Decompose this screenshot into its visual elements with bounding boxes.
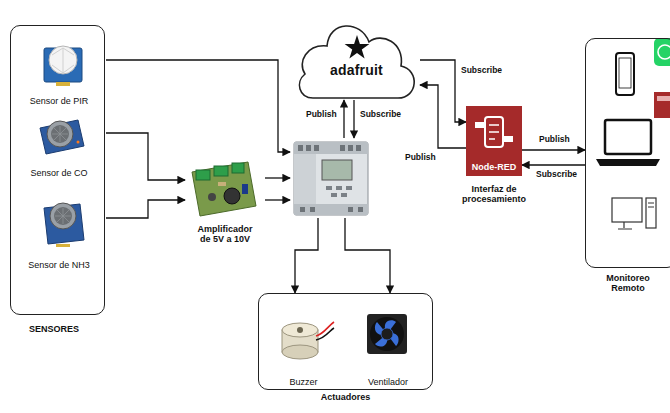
edge-label: Publish <box>404 153 437 163</box>
node-text: Sensor de PIR <box>12 96 106 106</box>
sensor-panel: SENSORESSensor de PIRSensor de COSensor … <box>10 25 105 315</box>
connector <box>295 218 318 293</box>
plc-node <box>290 138 372 218</box>
connector <box>345 218 390 293</box>
connector <box>420 85 466 148</box>
pir-sensor <box>44 46 82 86</box>
node-text: adafruit <box>293 62 420 78</box>
amplifier-board <box>192 162 256 216</box>
connector <box>106 200 185 218</box>
node-text: Node-RED <box>466 162 522 172</box>
plc-device <box>294 142 368 215</box>
node-text: Ventilador <box>350 377 426 387</box>
edge-label: Subscribe <box>535 170 578 180</box>
cloud-node: adafruit <box>293 12 420 100</box>
node-text: Actuadores <box>259 392 432 402</box>
nodered-box: Node-REDInterfaz de procesamiento <box>466 106 522 176</box>
monitor-panel: Monitoreo Remoto <box>585 38 670 268</box>
actuator-item: Buzzer <box>268 306 339 388</box>
node-text: Monitoreo Remoto <box>598 273 658 294</box>
actuator-panel: ActuadoresBuzzerVentilador <box>258 293 433 390</box>
connector <box>343 100 344 138</box>
connector <box>106 133 185 180</box>
fan-picture <box>367 314 407 354</box>
connector <box>353 100 354 138</box>
laptop-icon <box>596 120 660 166</box>
node-text: Interfaz de procesamiento <box>458 184 530 205</box>
connector <box>522 149 585 150</box>
phone-icon <box>616 53 634 95</box>
actuator-item: Ventilador <box>350 306 426 388</box>
node-text: Buzzer <box>268 377 339 387</box>
node-text: Amplificador de 5V a 10V <box>194 224 256 245</box>
node-text: Sensor de CO <box>12 168 106 178</box>
whatsapp-icon <box>654 38 670 66</box>
connector <box>265 177 290 178</box>
nh3-sensor <box>44 203 84 247</box>
sensor-item: Sensor de NH3 <box>12 196 106 271</box>
node-text: Sensor de NH3 <box>12 260 106 270</box>
co-sensor <box>40 120 84 154</box>
desktop-icon <box>612 198 656 229</box>
buzzer-picture <box>282 322 334 359</box>
connector <box>522 164 585 165</box>
edge-label: Publish <box>538 135 571 145</box>
sensor-item: Sensor de CO <box>12 113 106 179</box>
cloud-outline <box>293 12 420 100</box>
amplifier-node: Amplificador de 5V a 10V <box>185 158 265 253</box>
node-text: SENSORES <box>29 324 79 334</box>
sensor-item: Sensor de PIR <box>12 39 106 107</box>
edge-label: Subscribe <box>460 66 503 76</box>
edge-label: Subscribe <box>359 110 402 120</box>
nodered-icon <box>466 108 522 156</box>
connector <box>106 60 290 152</box>
nodered-mini-icon <box>654 92 670 118</box>
edge-label: Publish <box>305 110 338 120</box>
connector <box>265 199 290 200</box>
